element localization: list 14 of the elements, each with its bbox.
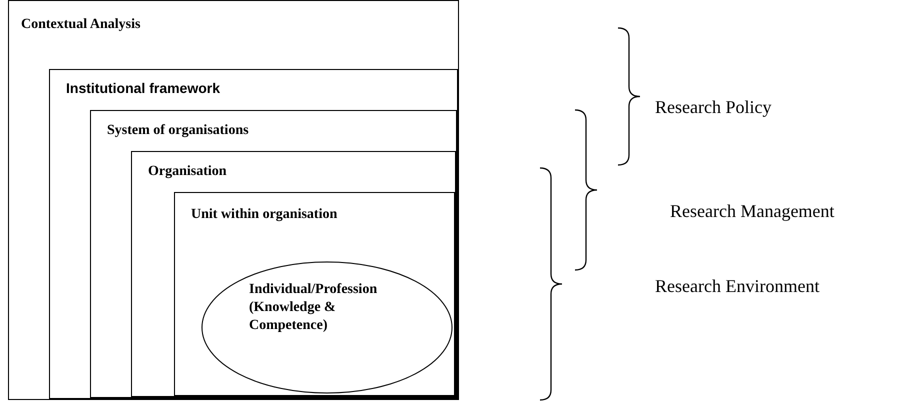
box-heading: Unit within organisation (191, 207, 338, 223)
nested-box (8, 0, 459, 400)
bracket-label: Research Environment (655, 276, 820, 297)
box-heading: Institutional framework (66, 80, 220, 96)
nested-box (49, 69, 458, 399)
nested-box (174, 192, 455, 396)
node-text: Individual/Profession (Knowledge & Competence) (249, 281, 378, 335)
bracket-label: Research Management (670, 201, 834, 222)
nested-box (131, 151, 456, 397)
box-heading: System of organisations (107, 123, 249, 139)
nested-box (90, 110, 457, 398)
box-heading: Organisation (148, 164, 227, 180)
box-heading: Contextual Analysis (21, 17, 140, 33)
bracket-label: Research Policy (655, 97, 772, 118)
